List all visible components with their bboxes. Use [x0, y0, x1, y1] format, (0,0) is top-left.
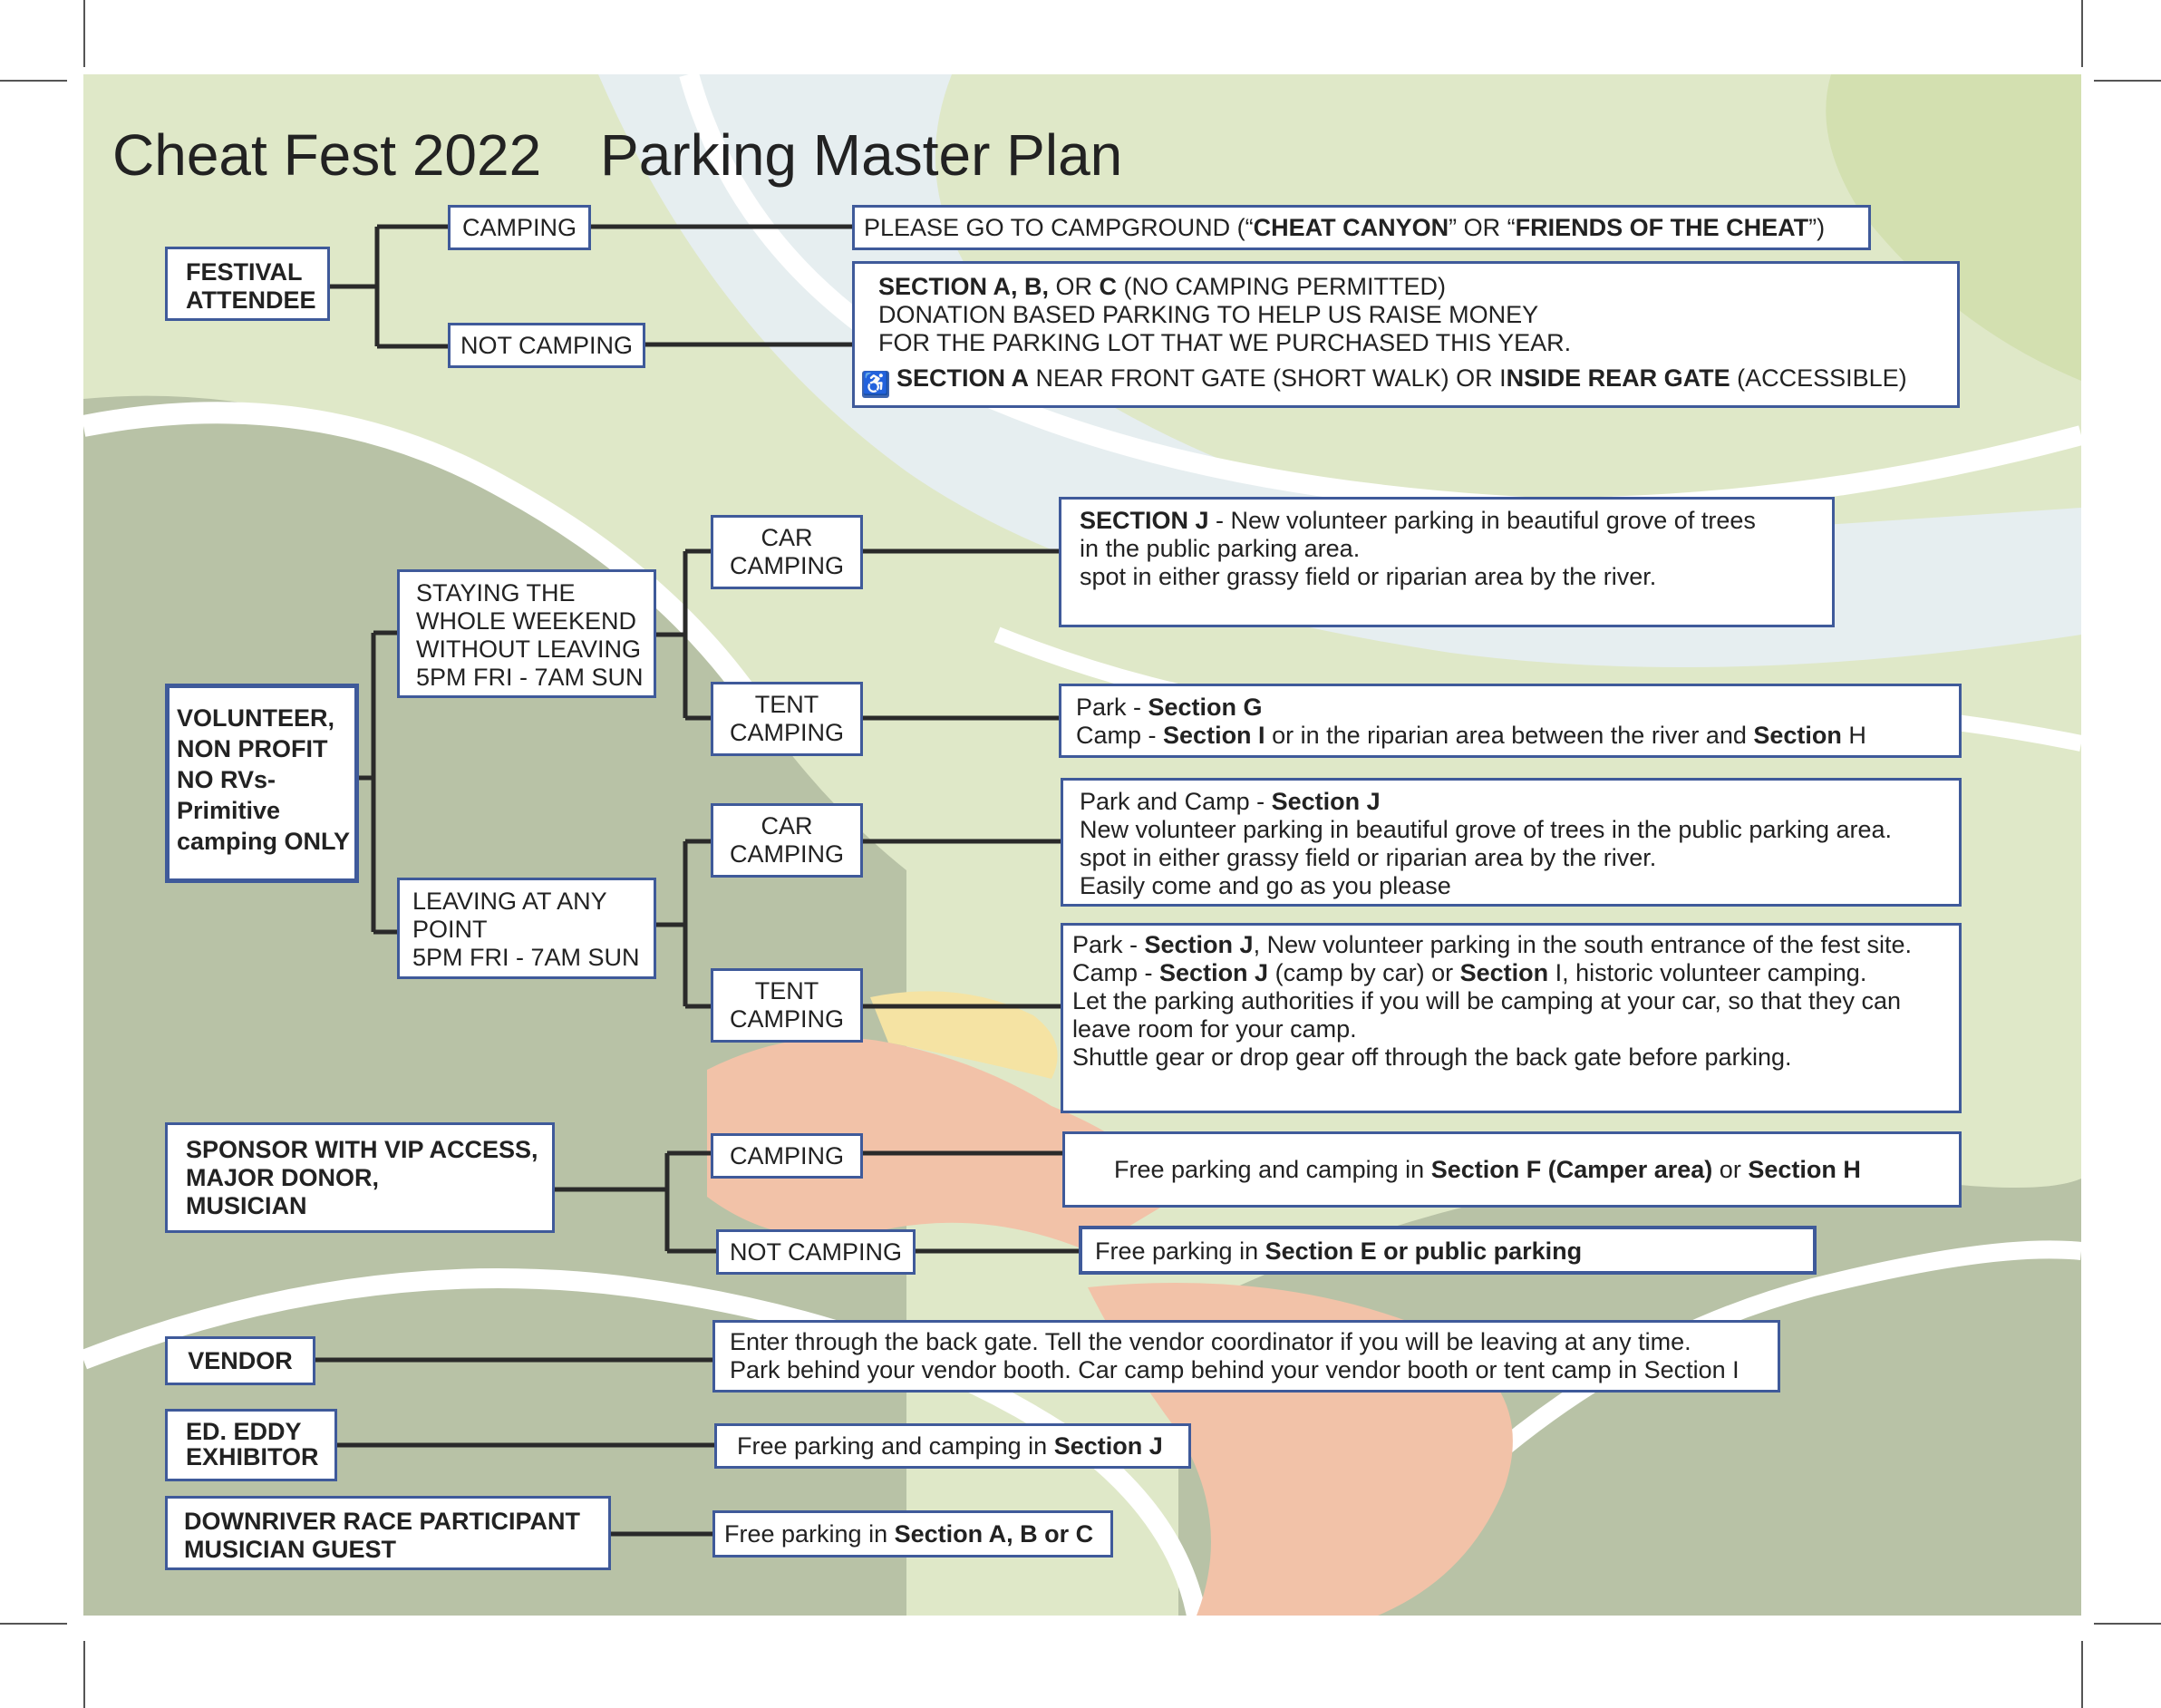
- title-plan: Parking Master Plan: [600, 122, 1123, 188]
- volunteer-leaving-node: LEAVING AT ANY POINT 5PM FRI - 7AM SUN: [397, 878, 656, 979]
- staying-tent-camping-info-text: Park - Section G Camp - Section I or in …: [1076, 694, 1866, 749]
- sponsor-camping-label: CAMPING: [729, 1141, 844, 1169]
- festival-attendee-node: FESTIVAL ATTENDEE: [165, 247, 330, 321]
- volunteer-staying-node: STAYING THE WHOLE WEEKEND WITHOUT LEAVIN…: [397, 569, 656, 698]
- festival-not-camping-node: NOT CAMPING: [448, 323, 645, 368]
- festival-not-camping-info-text: SECTION A, B, OR C (NO CAMPING PERMITTED…: [862, 273, 1907, 398]
- downriver-label: DOWNRIVER RACE PARTICIPANT MUSICIAN GUES…: [184, 1508, 580, 1563]
- vendor-label: VENDOR: [188, 1346, 293, 1374]
- crop-mark: [83, 0, 85, 67]
- festival-not-camping-label: NOT CAMPING: [460, 331, 633, 359]
- leaving-car-camping-info-text: Park and Camp - Section J New volunteer …: [1080, 788, 1893, 899]
- leaving-tent-camping-info-text: Park - Section J, New volunteer parking …: [1072, 931, 1912, 1071]
- ed-eddy-label: ED. EDDY EXHIBITOR: [186, 1418, 319, 1470]
- vendor-info: Enter through the back gate. Tell the ve…: [712, 1320, 1780, 1393]
- sponsor-camping-node: CAMPING: [711, 1133, 863, 1179]
- crop-mark: [2081, 1641, 2083, 1708]
- vendor-node: VENDOR: [165, 1336, 315, 1385]
- festival-camping-info-text: PLEASE GO TO CAMPGROUND (“CHEAT CANYON” …: [864, 214, 1826, 241]
- volunteer-staying-label: STAYING THE WHOLE WEEKEND WITHOUT LEAVIN…: [416, 579, 644, 691]
- festival-attendee-label: FESTIVAL ATTENDEE: [186, 258, 316, 314]
- ed-eddy-node: ED. EDDY EXHIBITOR: [165, 1409, 337, 1481]
- crop-mark: [0, 1623, 67, 1625]
- crop-mark: [0, 80, 67, 82]
- title-event: Cheat Fest 2022: [112, 122, 542, 188]
- leaving-tent-camping-info: Park - Section J, New volunteer parking …: [1061, 923, 1962, 1113]
- sponsor-not-camping-info-text: Free parking in Section E or public park…: [1095, 1237, 1583, 1265]
- staying-tent-camping-info: Park - Section G Camp - Section I or in …: [1059, 684, 1962, 758]
- sponsor-not-camping-node: NOT CAMPING: [716, 1229, 916, 1275]
- vendor-info-text: Enter through the back gate. Tell the ve…: [730, 1328, 1739, 1383]
- sponsor-node: SPONSOR WITH VIP ACCESS, MAJOR DONOR, MU…: [165, 1122, 555, 1233]
- leaving-car-camping-info: Park and Camp - Section J New volunteer …: [1061, 778, 1962, 907]
- volunteer-node: VOLUNTEER, NON PROFIT NO RVs- Primitive …: [165, 684, 359, 883]
- festival-not-camping-info: SECTION A, B, OR C (NO CAMPING PERMITTED…: [852, 261, 1960, 408]
- downriver-info-text: Free parking in Section A, B or C: [724, 1520, 1094, 1548]
- festival-camping-info: PLEASE GO TO CAMPGROUND (“CHEAT CANYON” …: [852, 205, 1871, 250]
- sponsor-not-camping-label: NOT CAMPING: [729, 1237, 902, 1266]
- ed-eddy-info: Free parking and camping in Section J: [714, 1423, 1191, 1469]
- volunteer-label: VOLUNTEER, NON PROFIT NO RVs- Primitive …: [177, 704, 351, 855]
- crop-mark: [2094, 1623, 2161, 1625]
- crop-mark: [2094, 80, 2161, 82]
- crop-mark: [83, 1641, 85, 1708]
- crop-mark: [2081, 0, 2083, 67]
- accessible-icon: ♿: [862, 371, 889, 398]
- staying-car-camping-info-text: SECTION J - New volunteer parking in bea…: [1080, 507, 1756, 590]
- festival-camping-label: CAMPING: [461, 213, 577, 241]
- sponsor-not-camping-info: Free parking in Section E or public park…: [1079, 1226, 1817, 1275]
- sponsor-camping-info: Free parking and camping in Section F (C…: [1062, 1131, 1962, 1208]
- sponsor-label: SPONSOR WITH VIP ACCESS, MAJOR DONOR, MU…: [186, 1136, 538, 1219]
- sponsor-camping-info-text: Free parking and camping in Section F (C…: [1114, 1156, 1861, 1183]
- staying-car-camping-info: SECTION J - New volunteer parking in bea…: [1059, 497, 1835, 627]
- festival-camping-node: CAMPING: [448, 205, 591, 250]
- downriver-info: Free parking in Section A, B or C: [712, 1510, 1113, 1558]
- ed-eddy-info-text: Free parking and camping in Section J: [737, 1432, 1163, 1460]
- downriver-node: DOWNRIVER RACE PARTICIPANT MUSICIAN GUES…: [165, 1496, 611, 1570]
- volunteer-leaving-label: LEAVING AT ANY POINT 5PM FRI - 7AM SUN: [412, 888, 640, 971]
